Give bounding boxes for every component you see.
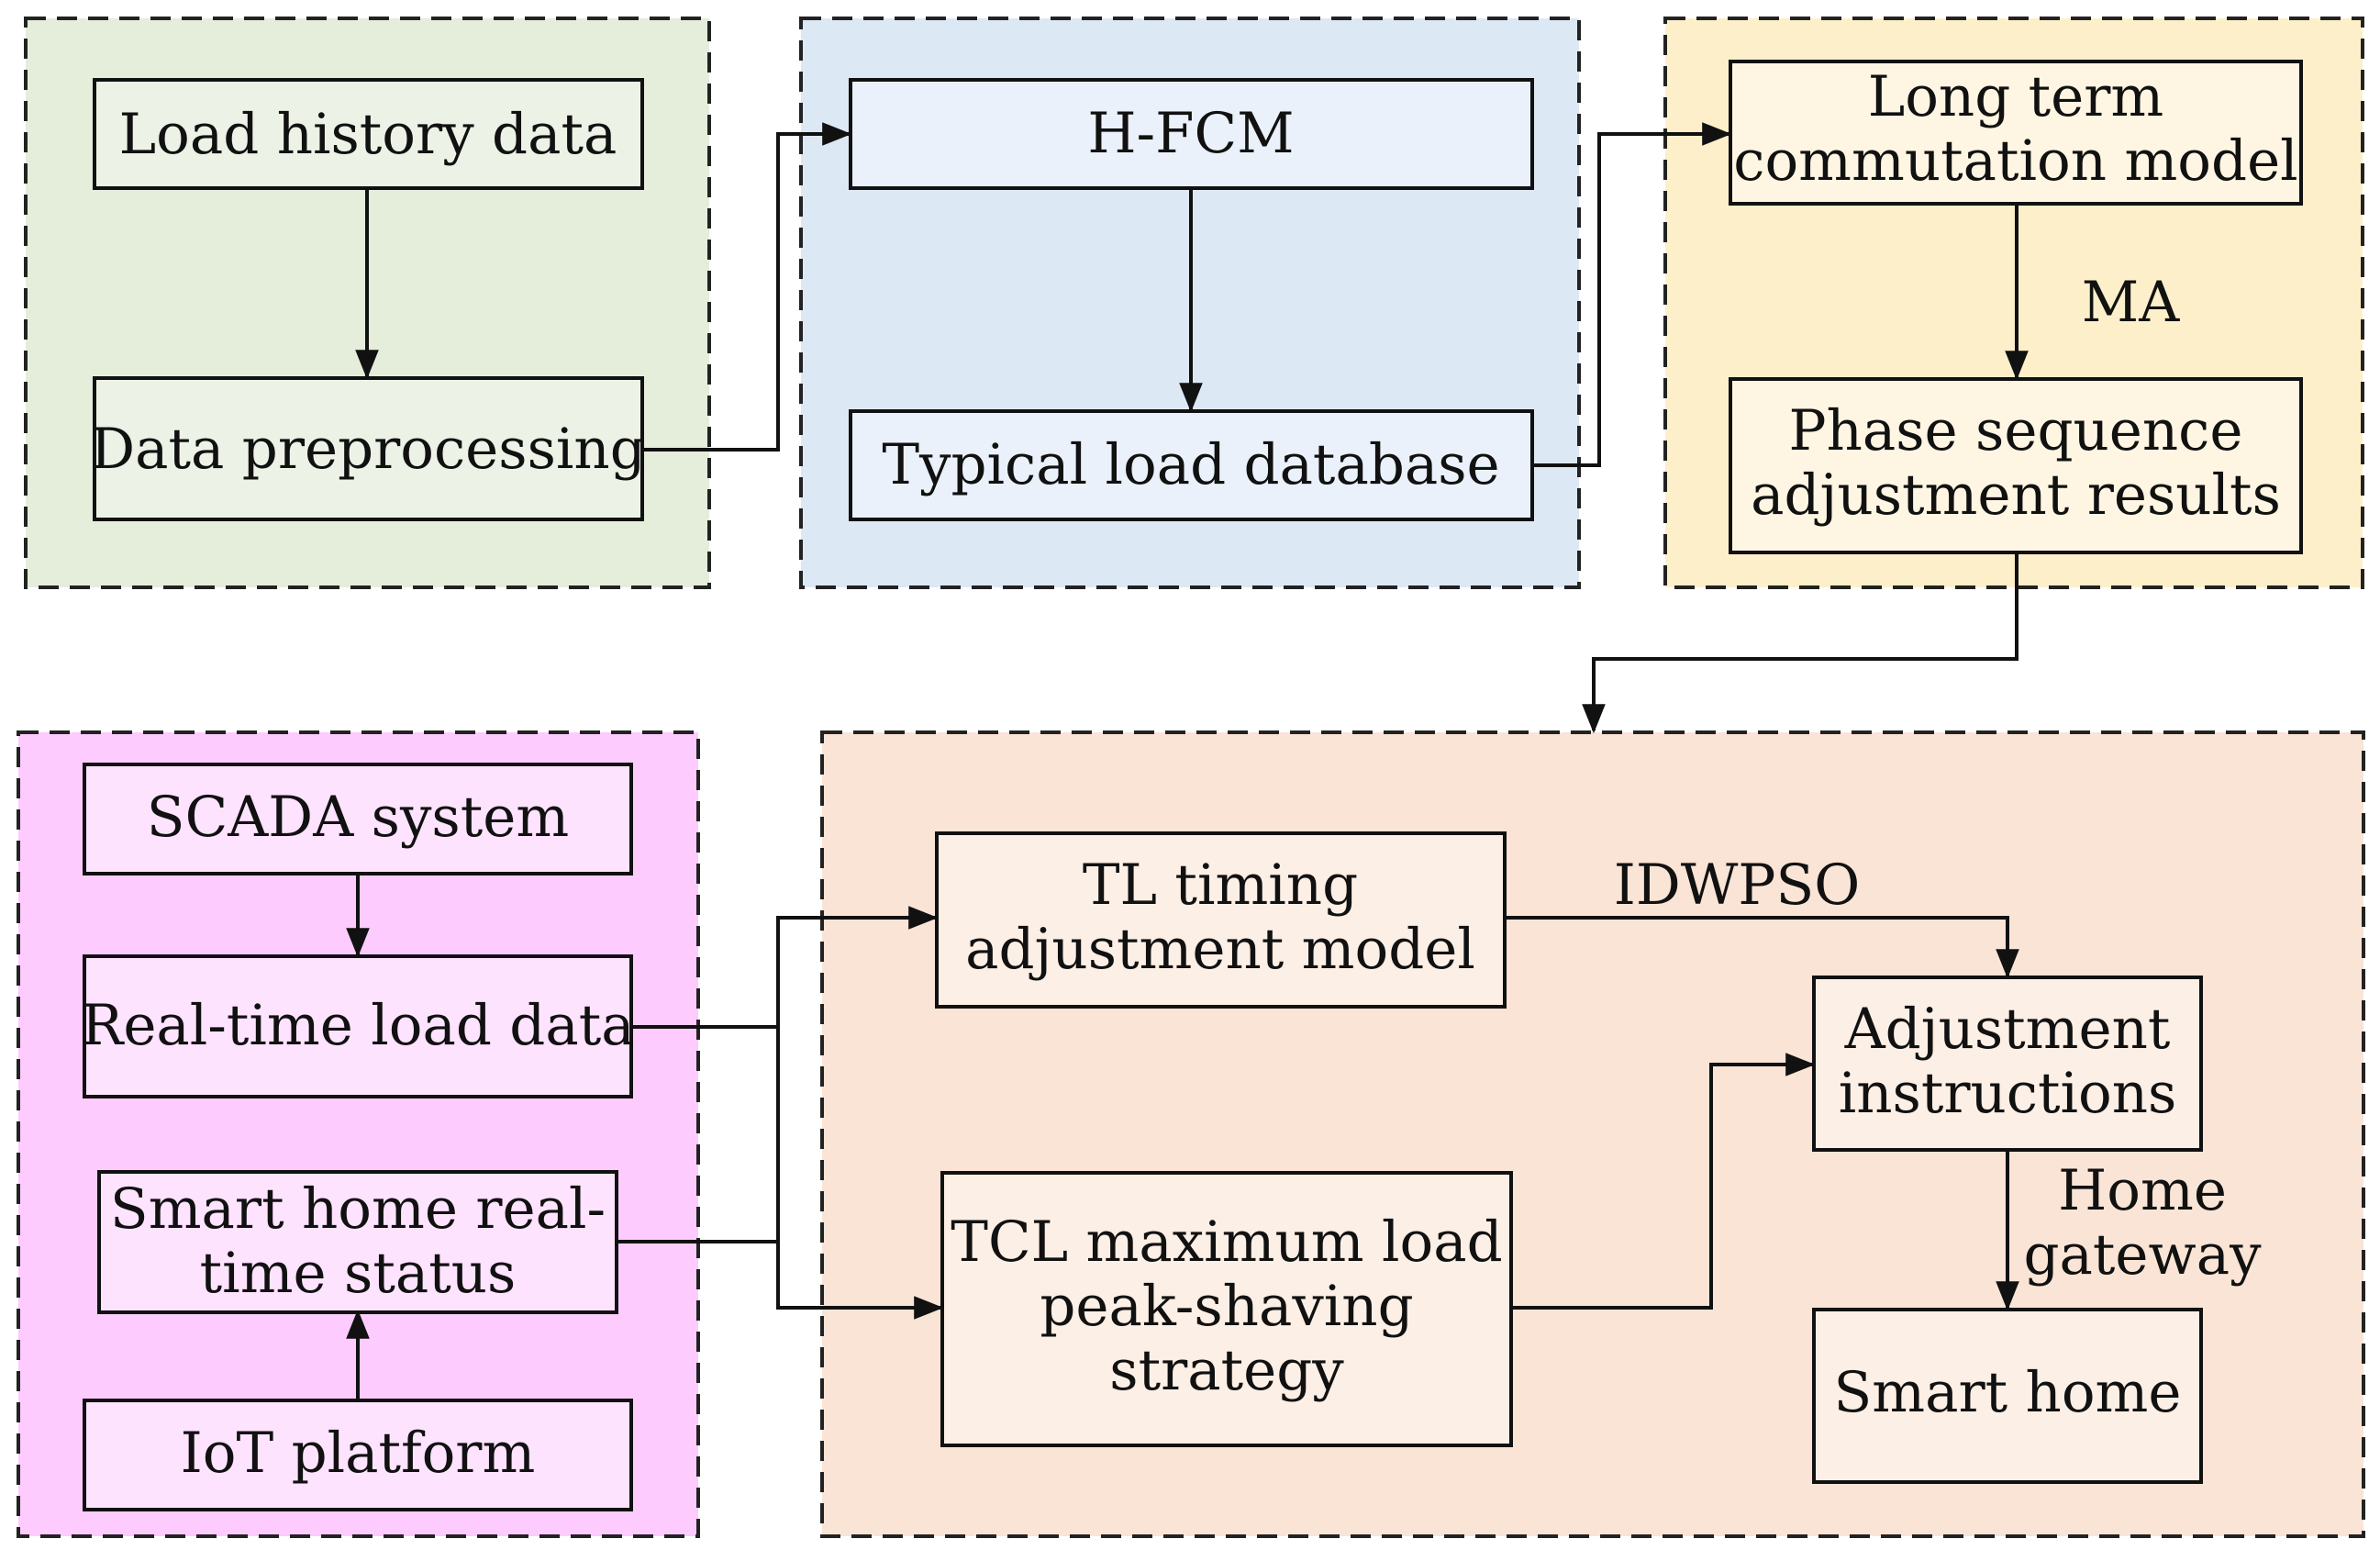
node-smart-home-real-time-status-text-line-1: Smart home real- (110, 1176, 606, 1242)
node-long-term-commutation-model (1729, 60, 2303, 206)
node-data-preprocessing-text-line-1: Data preprocessing (90, 417, 646, 482)
node-h-fcm-text: H-FCM (1087, 101, 1294, 166)
arrow-tl-timing-to-instructions (1505, 916, 2019, 979)
edge-label-idwpso: IDWPSO (1614, 853, 1861, 918)
node-tl-timing-adjustment-model-text-line-1: TL timing (1083, 853, 1358, 918)
node-load-history-data-text-line-1: Load history data (119, 102, 617, 167)
node-adjustment-instructions (1812, 976, 2203, 1152)
node-real-time-load-data-text: Real-time load data (81, 993, 634, 1058)
node-tcl-peak-shaving-strategy-text-line-2: peak-shaving (1040, 1274, 1413, 1339)
node-iot-platform-text: IoT platform (181, 1421, 536, 1486)
node-real-time-load-data-text-line-1: Real-time load data (81, 993, 634, 1058)
node-smart-home-real-time-status (97, 1170, 618, 1314)
node-adjustment-instructions-text-line-2: instructions (1839, 1061, 2177, 1126)
node-typical-load-database (849, 409, 1534, 521)
node-scada-system-text: SCADA system (147, 785, 569, 850)
node-tcl-peak-shaving-strategy-text-line-3: strategy (1109, 1338, 1344, 1403)
arrow-database-to-long-term-model (1532, 122, 1732, 467)
node-smart-home-text-line-1: Smart home (1833, 1360, 2181, 1425)
node-typical-load-database-text: Typical load database (882, 432, 1499, 497)
node-real-time-load-data (83, 954, 633, 1098)
node-tcl-peak-shaving-strategy (940, 1171, 1513, 1447)
node-scada-system (83, 763, 633, 875)
node-scada-system-text-line-1: SCADA system (147, 785, 569, 850)
arrow-bus-to-tcl-strategy (776, 1027, 944, 1320)
node-iot-platform (83, 1399, 633, 1511)
node-long-term-commutation-model-text-line-2: commutation model (1733, 128, 2297, 194)
edge-label-ma: MA (2082, 270, 2180, 335)
node-h-fcm-text-line-1: H-FCM (1087, 101, 1294, 166)
node-smart-home-real-time-status-text: Smart home real-time status (110, 1176, 606, 1306)
node-tl-timing-adjustment-model (935, 831, 1507, 1009)
node-h-fcm (849, 78, 1534, 190)
node-load-history-data (93, 78, 644, 190)
node-iot-platform-text-line-1: IoT platform (181, 1421, 536, 1486)
node-smart-home-real-time-status-text-line-2: time status (200, 1241, 517, 1306)
node-tl-timing-adjustment-model-text-line-2: adjustment model (965, 917, 1475, 982)
node-phase-sequence-adjustment-results-text-line-1: Phase sequence (1789, 398, 2243, 463)
node-phase-sequence-adjustment-results-text-line-2: adjustment results (1751, 463, 2281, 528)
node-smart-home-text: Smart home (1833, 1360, 2181, 1425)
node-smart-home (1812, 1308, 2203, 1484)
node-load-history-data-text: Load history data (119, 102, 617, 167)
arrow-phase-results-to-control (1582, 552, 2019, 734)
arrow-tcl-to-instructions (1511, 1053, 1816, 1310)
arrow-preprocessing-to-hfcm (642, 122, 852, 452)
node-long-term-commutation-model-text-line-1: Long term (1868, 64, 2164, 129)
node-tcl-peak-shaving-strategy-text-line-1: TCL maximum load (951, 1210, 1502, 1275)
edge-label-home-gateway-line-1: Home (2058, 1158, 2227, 1223)
node-phase-sequence-adjustment-results (1729, 377, 2303, 554)
node-data-preprocessing (93, 376, 644, 521)
edge-label-home-gateway-line-2: gateway (2023, 1222, 2262, 1288)
node-typical-load-database-text-line-1: Typical load database (882, 432, 1499, 497)
node-data-preprocessing-text: Data preprocessing (90, 417, 646, 482)
node-adjustment-instructions-text-line-1: Adjustment (1844, 997, 2171, 1062)
